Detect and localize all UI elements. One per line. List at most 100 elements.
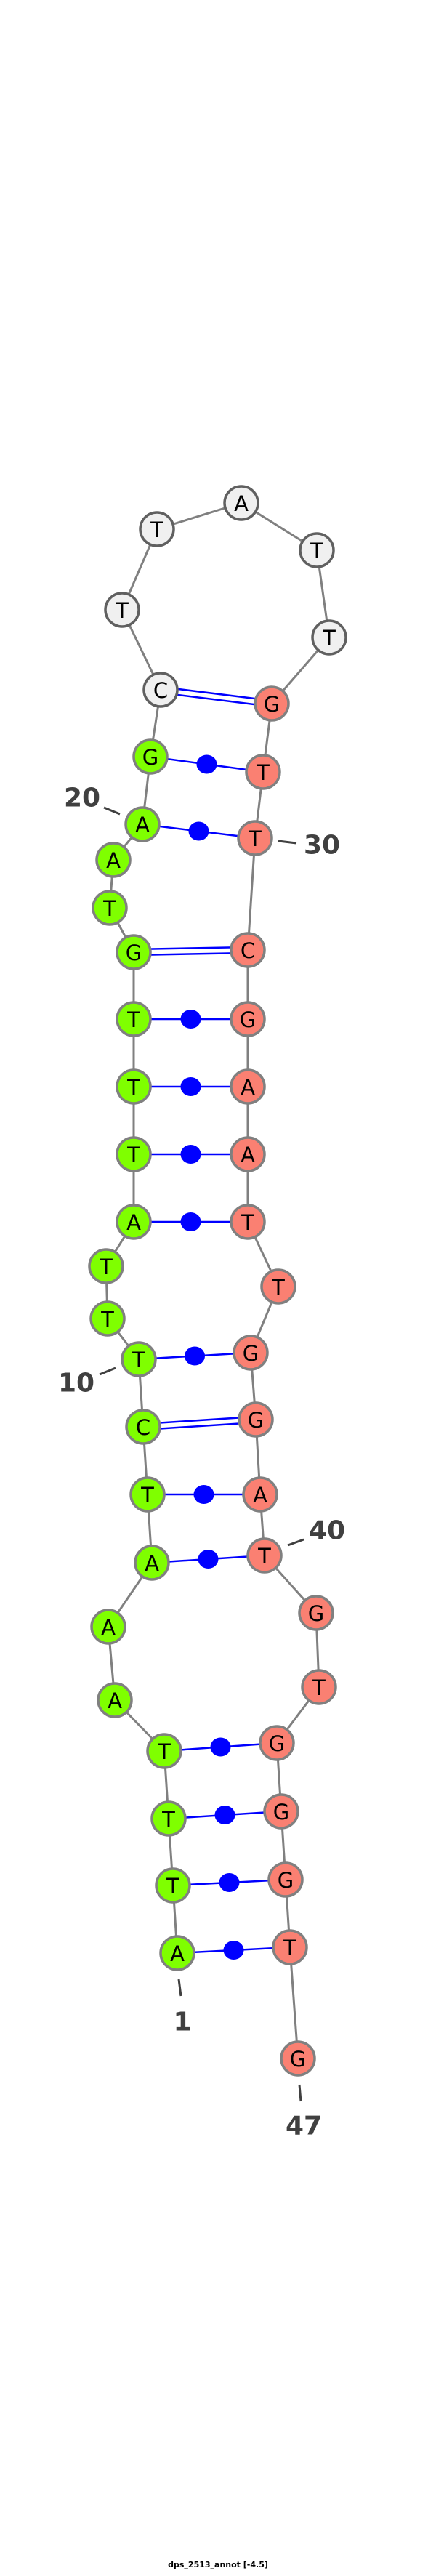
nucleotide-circle — [237, 820, 273, 856]
position-label: 1 — [173, 2008, 191, 2037]
nucleotide-circle — [146, 1733, 182, 1769]
nucleotide-circle — [116, 1001, 152, 1037]
nucleotide-17: G — [116, 934, 152, 970]
nucleotide-letter: C — [153, 678, 168, 703]
nucleotide-18: T — [92, 890, 128, 926]
nucleotide-circle — [230, 1001, 266, 1037]
position-label-tick — [103, 806, 121, 816]
nucleotide-letter: G — [290, 2047, 306, 2072]
nucleotide-letter: C — [136, 1415, 150, 1440]
nucleotide-letter: T — [322, 626, 336, 651]
nucleotide-13: A — [116, 1204, 152, 1240]
nucleotide-43: G — [259, 1725, 295, 1761]
nucleotide-letter: T — [99, 1255, 113, 1279]
nucleotide-letter: G — [248, 1408, 264, 1433]
nucleotide-4: T — [146, 1733, 182, 1769]
nucleotide-circle — [245, 754, 281, 790]
nucleotide-circle — [132, 738, 169, 775]
nucleotide-letter: A — [126, 1210, 141, 1235]
pair-dot — [180, 1145, 201, 1164]
nucleotide-letter: T — [132, 1348, 145, 1372]
nucleotide-letter: T — [126, 1007, 140, 1032]
nucleotide-circle — [260, 1268, 296, 1305]
pair-dot — [180, 1212, 201, 1231]
nucleotide-circle — [124, 806, 161, 842]
nucleotide-12: T — [88, 1248, 124, 1284]
nucleotide-circle — [116, 1068, 152, 1105]
canonical-pair-line — [160, 691, 272, 708]
nucleotide-letter: T — [310, 539, 323, 563]
pair-dot — [210, 1737, 231, 1757]
nucleotide-20: A — [124, 806, 161, 842]
nucleotide-6: A — [90, 1609, 126, 1645]
nucleotide-3: T — [150, 1800, 187, 1837]
nucleotide-letter: G — [240, 1007, 256, 1032]
nucleotide-circle — [129, 1476, 166, 1513]
nucleotide-letter: T — [115, 598, 129, 623]
nucleotide-circle — [95, 842, 132, 878]
nucleotide-36: T — [260, 1268, 296, 1305]
nucleotide-circle — [125, 1409, 161, 1445]
position-label-tick — [298, 2084, 302, 2102]
position-label-tick — [278, 840, 297, 845]
nucleotide-circle — [246, 1537, 283, 1574]
nucleotide-letter: A — [234, 491, 249, 516]
nucleotide-circle — [280, 2040, 316, 2077]
nucleotide-letter: T — [271, 1275, 285, 1300]
nucleotide-circle — [299, 532, 335, 568]
nucleotide-38: G — [238, 1401, 274, 1438]
nucleotide-circle — [238, 1401, 274, 1438]
nucleotide-circle — [223, 485, 259, 521]
pair-dot — [214, 1806, 235, 1824]
nucleotide-circle — [311, 619, 347, 656]
nucleotide-letter: G — [126, 941, 142, 965]
position-label-tick — [177, 1979, 182, 1997]
nucleotide-27: T — [311, 619, 347, 656]
diagram-caption: dps_2513_annot [-4.5] — [168, 2560, 268, 2569]
nucleotide-45: G — [267, 1861, 304, 1898]
nucleotide-28: G — [254, 685, 290, 722]
nucleotide-19: A — [95, 842, 132, 878]
nucleotide-circle — [139, 511, 175, 547]
nucleotide-letter: A — [135, 813, 150, 837]
backbone — [105, 502, 331, 2059]
nucleotide-circle — [155, 1867, 191, 1904]
position-label: 10 — [58, 1369, 94, 1398]
nucleotide-letter: G — [273, 1800, 289, 1824]
nucleotide-29: T — [245, 754, 281, 790]
nucleotide-letter: T — [102, 896, 116, 921]
nucleotide-circle — [116, 1136, 152, 1172]
nucleotide-15: T — [116, 1068, 152, 1105]
nucleotide-21: G — [132, 738, 169, 775]
nucleotide-letter: T — [140, 1483, 154, 1508]
nucleotide-10: T — [121, 1341, 157, 1377]
position-label-tick — [99, 1367, 116, 1376]
nucleotide-circle — [90, 1609, 126, 1645]
nucleotide-circle — [116, 934, 152, 970]
canonical-pair-line — [142, 1415, 256, 1425]
pair-dot — [185, 1346, 205, 1366]
nucleotide-circle — [89, 1300, 126, 1337]
base-pairs — [133, 685, 291, 1960]
nucleotide-circle — [254, 685, 290, 722]
nucleotide-7: A — [134, 1545, 170, 1581]
nucleotide-letter: T — [126, 1075, 140, 1100]
nucleotide-circle — [230, 932, 266, 968]
nucleotide-circle — [272, 1929, 308, 1965]
nucleotide-circle — [121, 1341, 157, 1377]
canonical-pair-line — [133, 946, 248, 951]
nucleotide-11: T — [89, 1300, 126, 1337]
canonical-pair-line — [161, 685, 272, 702]
nucleotide-letter: T — [256, 760, 270, 785]
nucleotide-letter: A — [241, 1143, 255, 1167]
nucleotide-circle — [233, 1335, 269, 1371]
nucleotide-circle — [298, 1595, 334, 1631]
pair-dot — [180, 1010, 201, 1029]
nucleotide-letter: T — [312, 1675, 326, 1700]
nucleotide-circle — [97, 1682, 133, 1718]
nucleotide-letter: T — [283, 1936, 296, 1960]
nucleotide-circle — [88, 1248, 124, 1284]
nucleotide-letter: A — [106, 848, 121, 873]
nucleotide-2: T — [155, 1867, 191, 1904]
nucleotide-5: A — [97, 1682, 133, 1718]
